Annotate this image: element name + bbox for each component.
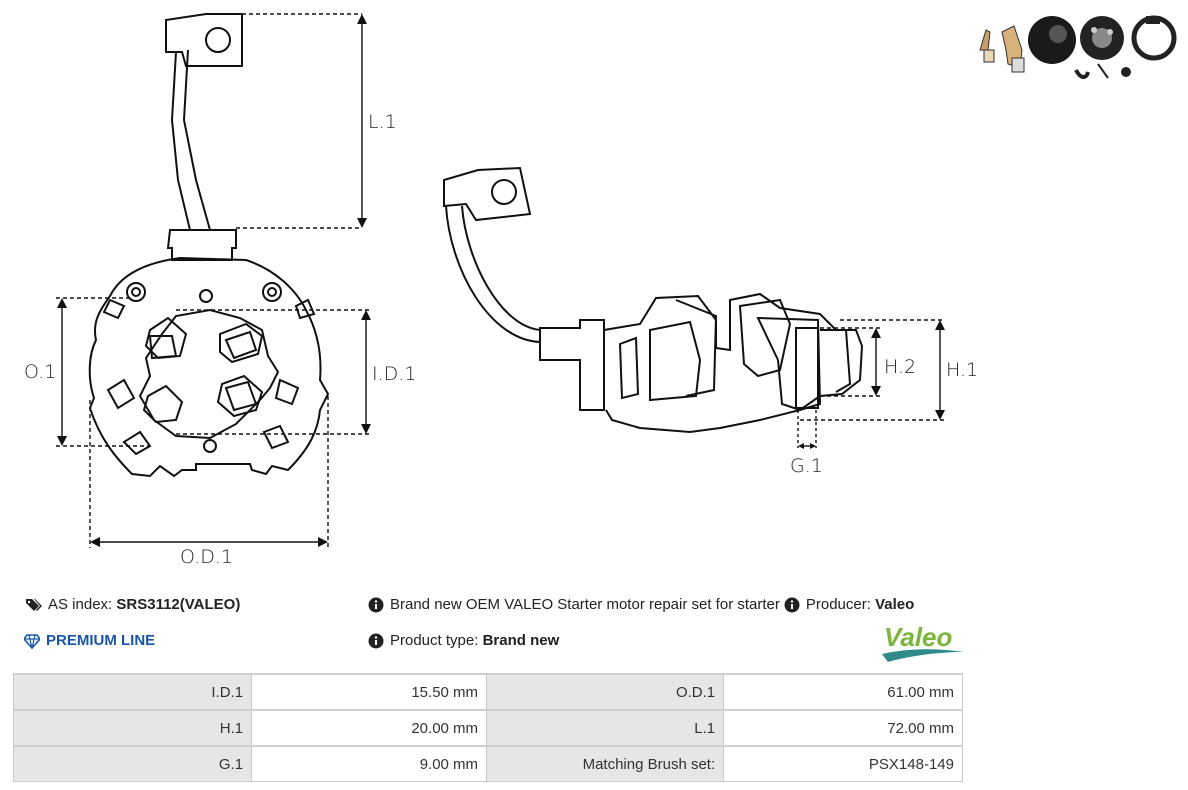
technical-drawing: L.1 O.1 I.D.1 O.D.1 H.2 H.1 G.1 xyxy=(24,13,978,568)
dim-label-od1: O.D.1 xyxy=(180,546,233,568)
spec-label: I.D.1 xyxy=(12,673,253,711)
product-type-row: Product type: Brand new xyxy=(368,632,559,649)
spec-label: L.1 xyxy=(486,709,725,747)
description-text: Brand new OEM VALEO Starter motor repair… xyxy=(390,596,780,613)
producer-label: Producer: xyxy=(805,596,871,613)
as-index-label: AS index: xyxy=(48,596,113,613)
dim-label-g1: G.1 xyxy=(790,455,823,477)
dim-label-o1: O.1 xyxy=(24,361,56,383)
info-circle-icon xyxy=(368,597,384,612)
dim-label-l1: L.1 xyxy=(368,111,397,133)
as-index-row: AS index: SRS3112(VALEO) xyxy=(24,596,240,613)
valeo-logo: Valeo xyxy=(882,622,964,662)
info-circle-icon xyxy=(784,597,800,612)
diamond-icon xyxy=(24,633,40,649)
dim-label-id1: I.D.1 xyxy=(372,363,416,385)
premium-line-link[interactable]: PREMIUM LINE xyxy=(46,632,156,649)
spec-value: PSX148-149 xyxy=(723,745,963,782)
dim-label-h1: H.1 xyxy=(946,359,978,381)
product-thumbnail[interactable] xyxy=(976,10,1182,82)
as-index-value: SRS3112(VALEO) xyxy=(116,596,241,613)
dim-label-h2: H.2 xyxy=(884,356,916,378)
spec-value: 61.00 mm xyxy=(723,673,963,711)
tags-icon xyxy=(26,598,42,611)
info-circle-icon xyxy=(368,633,384,648)
svg-text:Valeo: Valeo xyxy=(884,622,953,652)
description-row: Brand new OEM VALEO Starter motor repair… xyxy=(368,596,914,613)
spec-label: G.1 xyxy=(12,745,253,782)
spec-label: Matching Brush set: xyxy=(486,745,725,782)
spec-label: H.1 xyxy=(12,709,253,747)
spec-value: 20.00 mm xyxy=(251,709,488,747)
premium-line-row[interactable]: PREMIUM LINE xyxy=(24,632,155,649)
spec-label: O.D.1 xyxy=(486,673,725,711)
spec-value: 9.00 mm xyxy=(251,745,488,782)
product-type-label: Product type: xyxy=(390,632,479,649)
producer-value: Valeo xyxy=(875,596,915,613)
spec-value: 15.50 mm xyxy=(251,673,488,711)
product-type-value: Brand new xyxy=(482,632,560,649)
spec-value: 72.00 mm xyxy=(723,709,963,747)
